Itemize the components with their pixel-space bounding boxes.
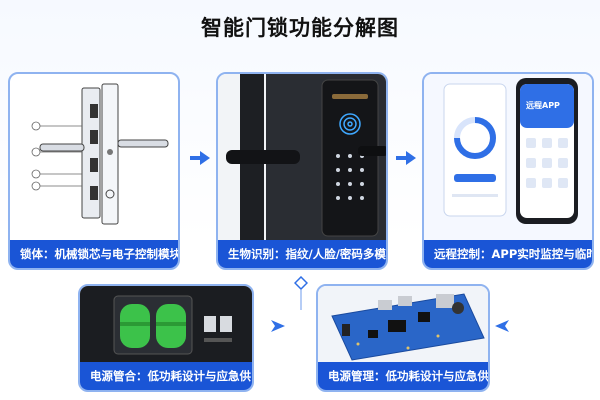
card-remote-control: 远程APP 远程控制：APP实时监控与临时授权 <box>422 72 594 270</box>
card-battery: 电源管合：低功耗设计与应急供电 <box>78 284 254 392</box>
arrow-right-icon <box>190 151 210 165</box>
diamond-connector-icon <box>294 276 308 290</box>
phone-app-label: 远程APP <box>526 100 560 110</box>
phone-app-illustration: 远程APP <box>424 74 592 242</box>
arrow-left-icon <box>495 320 509 332</box>
smart-lock-illustration <box>218 74 386 242</box>
card-lock-body: 锁体：机械锁芯与电子控制模块集成 <box>8 72 180 270</box>
battery-illustration <box>80 286 252 366</box>
card-caption-battery: 电源管合：低功耗设计与应急供电 <box>80 362 252 390</box>
card-caption-biometric: 生物识别：指纹/人脸/密码多模式解锁 <box>218 240 386 268</box>
lock-body-illustration <box>31 83 169 225</box>
arrow-right-icon <box>271 320 285 332</box>
card-caption-power-management: 电源管理：低功耗设计与应急供电 <box>318 362 488 390</box>
card-caption-remote-control: 远程控制：APP实时监控与临时授权 <box>424 240 592 268</box>
connector-line <box>300 290 302 310</box>
card-power-management: 电源管理：低功耗设计与应急供电 <box>316 284 490 392</box>
diagram-title: 智能门锁功能分解图 <box>201 16 399 40</box>
card-caption-lock-body: 锁体：机械锁芯与电子控制模块集成 <box>10 240 178 268</box>
fingerprint-icon <box>339 113 361 135</box>
pcb-illustration <box>318 286 488 366</box>
arrow-right-icon <box>396 151 416 165</box>
keypad <box>336 154 364 200</box>
card-biometric: 生物识别：指纹/人脸/密码多模式解锁 <box>216 72 388 270</box>
